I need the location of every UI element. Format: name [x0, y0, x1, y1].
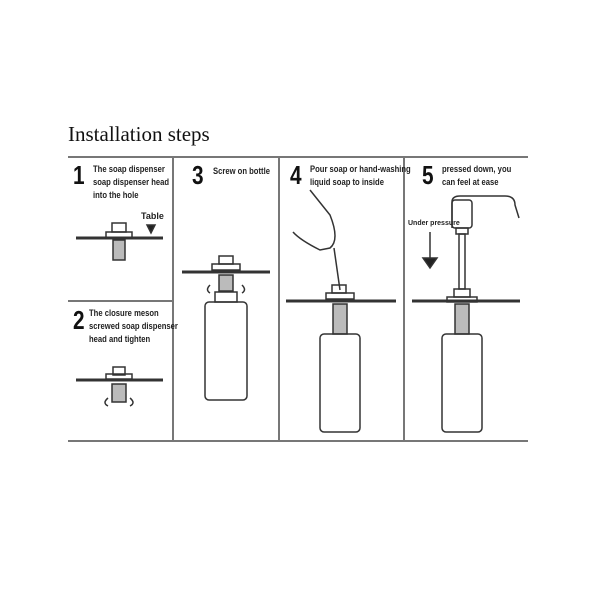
step5-drawing: [412, 195, 520, 433]
diagram-title: Installation steps: [68, 122, 210, 146]
step-2-number: 2: [73, 305, 85, 335]
step-2-text: The closure meson screwed soap dispenser…: [89, 308, 178, 344]
step-3-text: Screw on bottle: [213, 166, 270, 176]
step-5-text: pressed down, you can feel at ease: [442, 164, 512, 187]
step-4-number: 4: [290, 160, 302, 190]
step-4-text: Pour soap or hand-washing liquid soap to…: [310, 164, 411, 187]
step4-drawing: [286, 189, 396, 433]
step-1-number: 1: [73, 160, 85, 190]
under-pressure-label: Under pressure: [408, 220, 460, 227]
step1-drawing: [76, 222, 163, 261]
step-5-number: 5: [422, 160, 434, 190]
step-3-number: 3: [192, 160, 204, 190]
step3-drawing: [182, 255, 270, 401]
panel-frame: [68, 156, 528, 442]
table-label: Table: [141, 211, 164, 221]
step2-drawing: [76, 366, 163, 407]
step-1-text: The soap dispenser soap dispenser head i…: [93, 164, 170, 200]
